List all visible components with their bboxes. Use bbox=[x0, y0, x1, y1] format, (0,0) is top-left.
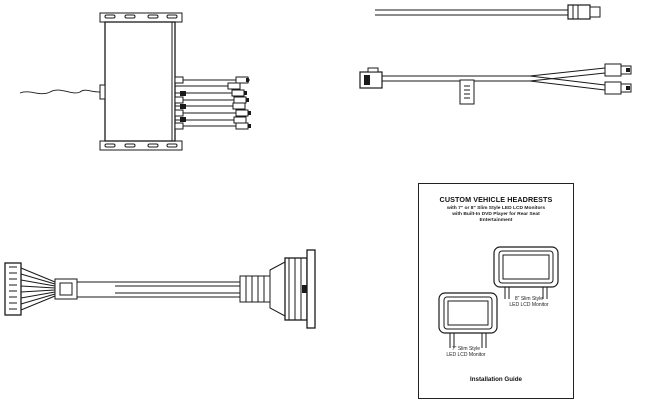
label-7in-line2: LED LCD Monitor bbox=[446, 352, 486, 358]
bulkhead-cable-illustration bbox=[0, 230, 340, 350]
control-module-illustration bbox=[0, 0, 300, 175]
manual-footer: Installation Guide bbox=[419, 376, 573, 383]
wire-harness-illustration bbox=[340, 0, 645, 120]
installation-guide-cover: CUSTOM VEHICLE HEADRESTS with 7" or 8" S… bbox=[418, 183, 574, 399]
label-8in-line2: LED LCD Monitor bbox=[509, 302, 549, 308]
headrest-monitors-illustration: 8" Slim Style LED LCD Monitor 7" Slim St… bbox=[419, 184, 575, 400]
